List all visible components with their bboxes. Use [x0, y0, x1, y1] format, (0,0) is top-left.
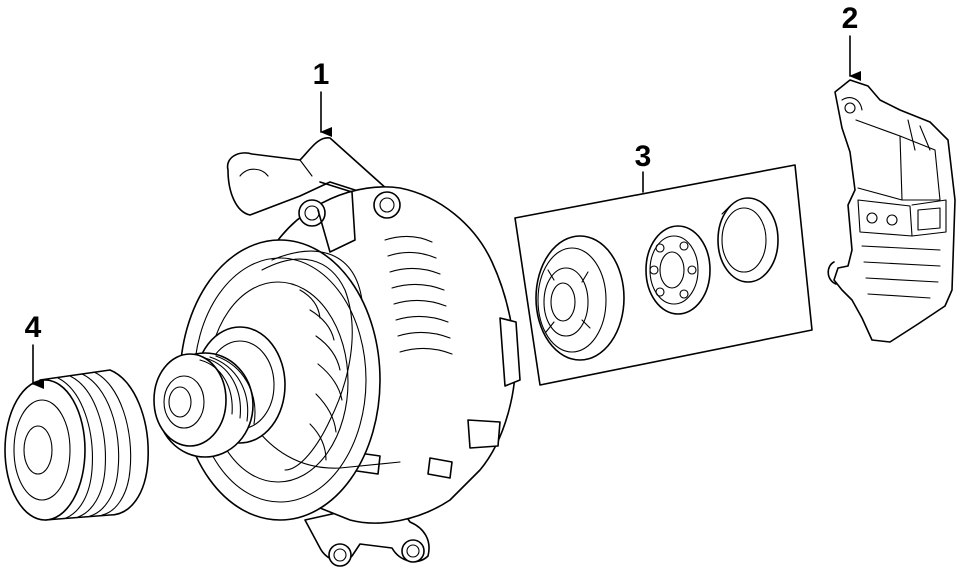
pulley-part[interactable] — [4, 369, 149, 521]
large-bearing — [535, 235, 625, 361]
callout-1-label: 1 — [313, 58, 330, 91]
housing-vent-slots — [384, 235, 453, 355]
callout-2-label: 2 — [842, 2, 859, 35]
bearing-kit-part[interactable] — [514, 164, 813, 386]
front-vent-ribs — [299, 289, 343, 461]
ball-bearing — [645, 225, 711, 315]
alternator-pulley — [153, 352, 256, 458]
alternator-part[interactable] — [153, 137, 521, 567]
callout-3-label: 3 — [635, 140, 652, 173]
retaining-ring — [717, 197, 779, 283]
voltage-regulator-part[interactable] — [827, 79, 956, 343]
callout-leaders — [32, 35, 861, 389]
callout-4-label: 4 — [25, 311, 42, 344]
